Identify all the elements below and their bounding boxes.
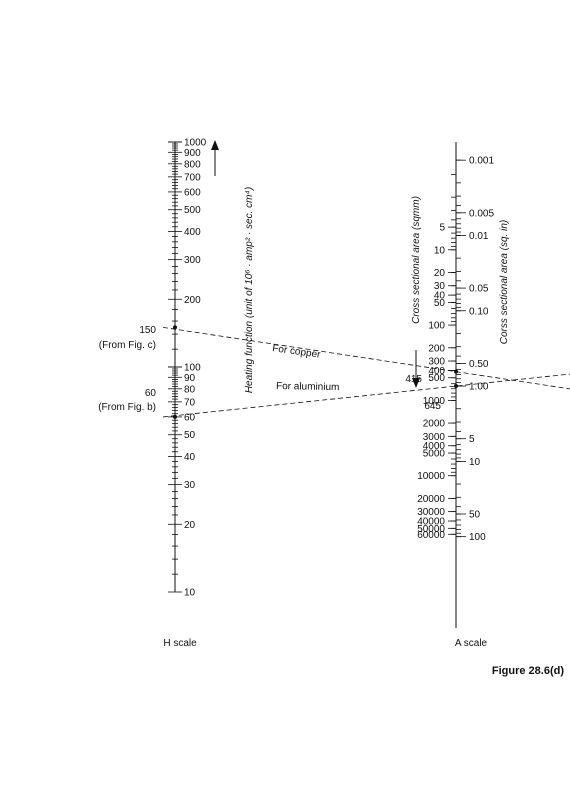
guide-point bbox=[173, 325, 177, 330]
h-scale-tick-label: 70 bbox=[184, 397, 196, 408]
guide-line bbox=[162, 373, 570, 418]
a-scale-sqmm-label: 50000 bbox=[417, 524, 445, 535]
h-scale-tick-label: 10 bbox=[184, 588, 196, 599]
a-scale-sqmm-label: 5000 bbox=[423, 449, 446, 460]
guide-point bbox=[454, 384, 458, 389]
a-scale-sqin-labels: 0.001 0.005 0.01 0.05 0.10 0.50 1.00 5 10 50 100 bbox=[469, 156, 494, 544]
a-scale-sqmm-label: 40 bbox=[434, 291, 446, 302]
h-scale-tick-label: 600 bbox=[184, 187, 201, 198]
a-scale-sqin-label: 0.01 bbox=[469, 231, 489, 242]
a-scale-sqmm-label: 5 bbox=[439, 223, 445, 234]
a-scale-sqmm-label: 10000 bbox=[417, 471, 445, 482]
aluminium-source: (From Fig. b) bbox=[98, 402, 156, 413]
a-scale-sqmm-label: 200 bbox=[428, 343, 445, 354]
guide-point bbox=[454, 369, 458, 374]
a-scale-sqin-label: 10 bbox=[469, 457, 481, 468]
a-scale-sqmm-labels: 5102030405010020030040050010002000300040… bbox=[417, 223, 445, 541]
guide-line bbox=[162, 326, 570, 390]
a-scale-sqin-label: 1.00 bbox=[469, 382, 489, 393]
a-scale-sqmm-label: 10 bbox=[434, 245, 446, 256]
h-scale-tick-label: 500 bbox=[184, 205, 201, 216]
h-scale-tick-label: 90 bbox=[184, 373, 196, 384]
h-scale-title: Heating function (unit of 10⁶ · amp² · s… bbox=[244, 187, 255, 393]
copper-line-label: For copper bbox=[272, 343, 322, 361]
down-arrow-icon bbox=[412, 350, 420, 388]
a-scale-sqin-label: 0.10 bbox=[469, 306, 489, 317]
a-scale-sqin-label: 0.001 bbox=[469, 156, 494, 167]
h-scale-tick-label: 900 bbox=[184, 148, 201, 159]
h-scale-tick-label: 400 bbox=[184, 227, 201, 238]
a-scale-sqmm-label: 300 bbox=[428, 357, 445, 368]
h-scale-tick-label: 100 bbox=[184, 363, 201, 374]
a-scale-sqmm-label: 100 bbox=[428, 321, 445, 332]
a-scale-sqmm-label: 1000 bbox=[423, 396, 446, 407]
a-scale-sqmm-label: 3000 bbox=[423, 432, 446, 443]
increase-arrow-icon bbox=[211, 140, 219, 176]
h-scale-tick-label: 40 bbox=[184, 452, 196, 463]
a-scale-sqmm-label: 50 bbox=[434, 298, 446, 309]
a-scale-sqmm-label: 60000 bbox=[417, 530, 445, 541]
h-scale-tick-label: 20 bbox=[184, 520, 196, 531]
a-scale-sqmm-title: Cross sectional area (sqmm) bbox=[411, 196, 422, 324]
h-scale-name: H scale bbox=[163, 638, 197, 649]
a-scale-sqin-label: 100 bbox=[469, 532, 486, 543]
a-scale-sqin-label: 0.05 bbox=[469, 284, 489, 295]
copper-result: 415 bbox=[405, 374, 422, 385]
guide-point bbox=[173, 414, 177, 419]
a-scale-sqmm-label: 40000 bbox=[417, 517, 445, 528]
a-scale-sqmm-label: 30 bbox=[434, 281, 446, 292]
h-scale-tick-label: 200 bbox=[184, 295, 201, 306]
h-scale-ticks bbox=[168, 141, 182, 593]
a-scale-sqmm-label: 30000 bbox=[417, 507, 445, 518]
a-scale-sqmm-label: 4000 bbox=[423, 441, 446, 452]
a-scale-sqin-label: 0.50 bbox=[469, 359, 489, 370]
a-scale-sqmm-label: 20000 bbox=[417, 494, 445, 505]
a-scale-sqin-label: 5 bbox=[469, 434, 475, 445]
copper-source: (From Fig. c) bbox=[99, 340, 156, 351]
copper-h-value: 150 bbox=[139, 325, 156, 336]
a-scale-ticks bbox=[448, 159, 466, 538]
h-scale-tick-label: 50 bbox=[184, 430, 196, 441]
figure-caption: Figure 28.6(d) bbox=[492, 665, 564, 677]
aluminium-line-label: For aluminium bbox=[276, 381, 340, 393]
h-scale-tick-label: 30 bbox=[184, 480, 196, 491]
aluminium-result: 645 bbox=[424, 401, 441, 412]
h-scale-tick-label: 1000 bbox=[184, 138, 207, 149]
h-scale-tick-label: 700 bbox=[184, 172, 201, 183]
aluminium-h-value: 60 bbox=[145, 388, 157, 399]
h-scale-tick-label: 800 bbox=[184, 159, 201, 170]
h-scale-tick-label: 300 bbox=[184, 255, 201, 266]
h-scale-tick-label: 80 bbox=[184, 384, 196, 395]
a-scale-sqmm-label: 20 bbox=[434, 268, 446, 279]
a-scale-sqin-title: Corss sectional area (sq. in) bbox=[499, 220, 510, 345]
a-scale-name: A scale bbox=[455, 638, 488, 649]
guide-lines bbox=[162, 325, 570, 419]
a-scale-sqmm-label: 2000 bbox=[423, 419, 446, 430]
a-scale-sqin-label: 0.005 bbox=[469, 208, 494, 219]
h-scale-tick-label: 60 bbox=[184, 412, 196, 423]
a-scale-sqin-label: 50 bbox=[469, 510, 481, 521]
a-scale-sqmm-label: 500 bbox=[428, 373, 445, 384]
a-scale-sqmm-label: 400 bbox=[428, 366, 445, 377]
